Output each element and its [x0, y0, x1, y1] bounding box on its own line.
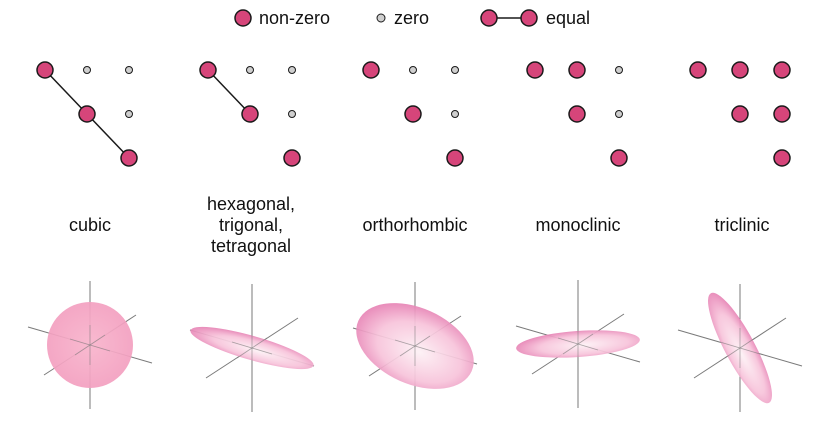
sphere-icon [27, 281, 153, 409]
nonzero-marker [241, 105, 259, 123]
crystal-system-label: orthorhombic [362, 215, 467, 235]
zero-marker [246, 66, 254, 74]
nonzero-marker [283, 149, 301, 167]
zero-marker [615, 66, 623, 74]
zero-marker [451, 66, 459, 74]
zero-marker [451, 110, 459, 118]
nonzero-marker [689, 61, 707, 79]
panel-orthorhombic: orthorhombic [352, 61, 478, 410]
equal-link [44, 69, 88, 115]
panel-monoclinic: monoclinic [515, 61, 641, 408]
nonzero-marker [731, 105, 749, 123]
nonzero-marker [120, 149, 138, 167]
nonzero-marker [362, 61, 380, 79]
zero-marker [615, 110, 623, 118]
legend-nonzero-marker [234, 9, 252, 27]
nonzero-marker [446, 149, 464, 167]
label-line: cubic [69, 215, 111, 235]
uniaxial-ellipsoid-icon [189, 284, 315, 412]
zero-marker [125, 66, 133, 74]
legend-equal-label: equal [546, 8, 590, 28]
nonzero-marker [568, 105, 586, 123]
panel-hexagonal: hexagonal,trigonal,tetragonal [189, 61, 315, 412]
panels: cubic hexagonal,trigonal,tetragonal orthor… [27, 61, 803, 412]
label-line: tetragonal [211, 236, 291, 256]
nonzero-marker [731, 61, 749, 79]
label-line: orthorhombic [362, 215, 467, 235]
nonzero-marker [610, 149, 628, 167]
equal-link [86, 113, 130, 159]
legend-equal-marker-right [520, 9, 538, 27]
label-line: triclinic [714, 215, 769, 235]
nonzero-marker [526, 61, 544, 79]
label-line: trigonal, [219, 215, 283, 235]
zero-marker [288, 66, 296, 74]
crystal-system-label: triclinic [714, 215, 769, 235]
zero-marker [125, 110, 133, 118]
legend-nonzero-label: non-zero [259, 8, 330, 28]
crystal-system-label: hexagonal,trigonal,tetragonal [207, 194, 295, 256]
legend: non-zero zero equal [234, 8, 590, 28]
triclinic-ellipsoid-icon [677, 284, 803, 412]
nonzero-marker [78, 105, 96, 123]
label-line: monoclinic [535, 215, 620, 235]
nonzero-marker [773, 105, 791, 123]
nonzero-marker [568, 61, 586, 79]
panel-cubic: cubic [27, 61, 153, 409]
panel-triclinic: triclinic [677, 61, 803, 412]
equal-link [207, 69, 251, 115]
zero-marker [409, 66, 417, 74]
legend-equal-marker-left [480, 9, 498, 27]
nonzero-marker [36, 61, 54, 79]
crystal-system-label: monoclinic [535, 215, 620, 235]
triaxial-ellipsoid-icon [352, 282, 478, 410]
zero-marker [83, 66, 91, 74]
nonzero-marker [404, 105, 422, 123]
nonzero-marker [773, 61, 791, 79]
label-line: hexagonal, [207, 194, 295, 214]
crystal-system-label: cubic [69, 215, 111, 235]
legend-zero-marker [376, 13, 386, 23]
nonzero-marker [773, 149, 791, 167]
nonzero-marker [199, 61, 217, 79]
zero-marker [288, 110, 296, 118]
monoclinic-ellipsoid-icon [515, 280, 641, 408]
legend-zero-label: zero [394, 8, 429, 28]
